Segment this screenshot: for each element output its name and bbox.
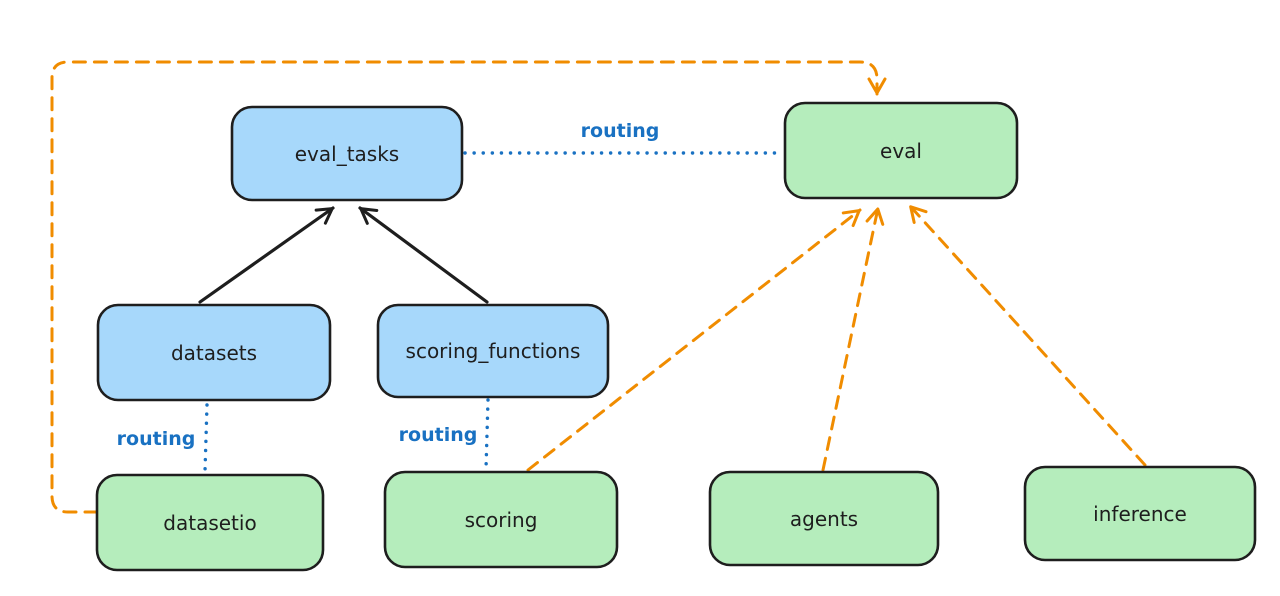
node-eval: eval: [783, 101, 1019, 200]
node-agents-box: [708, 470, 940, 567]
node-scoring: scoring: [383, 470, 619, 569]
node-inference-label: inference: [1093, 502, 1187, 526]
edge-datasets-to-eval-tasks: [198, 206, 335, 304]
edge-datasetio-to-eval-path: [50, 60, 887, 514]
edge-scoring-functions-to-eval-tasks-path: [358, 206, 489, 304]
routing-label-datasets-datasetio: routing: [117, 428, 196, 450]
edge-eval-tasks-to-eval-routing: routing: [463, 120, 785, 155]
edge-inference-to-eval-path: [908, 204, 1147, 467]
node-datasetio: datasetio: [95, 473, 325, 572]
routing-label-scoring-functions-scoring: routing: [399, 424, 478, 446]
node-agents-label: agents: [790, 507, 858, 531]
node-eval-tasks-box: [230, 105, 464, 202]
node-datasets-label: datasets: [171, 341, 257, 365]
edge-datasets-to-datasetio-routing-path: [203, 403, 209, 473]
node-agents: agents: [708, 470, 940, 567]
node-scoring-functions-box: [376, 303, 610, 399]
node-eval-tasks: eval_tasks: [230, 105, 464, 202]
edge-datasets-to-datasetio-routing: routing: [117, 403, 209, 473]
node-scoring-box: [383, 470, 619, 569]
edge-datasets-to-eval-tasks-path: [198, 206, 335, 304]
node-scoring-label: scoring: [465, 508, 538, 532]
node-scoring-functions-label: scoring_functions: [406, 339, 581, 363]
node-eval-label: eval: [880, 139, 922, 163]
node-eval-box: [783, 101, 1019, 200]
edge-scoring-functions-to-eval-tasks: [358, 206, 489, 304]
node-scoring-functions: scoring_functions: [376, 303, 610, 399]
node-datasetio-box: [95, 473, 325, 572]
node-datasets: datasets: [96, 303, 332, 402]
edge-inference-to-eval: [908, 204, 1147, 467]
node-inference: inference: [1023, 465, 1257, 562]
node-datasetio-label: datasetio: [163, 511, 256, 535]
edge-scoring-functions-to-scoring-routing: routing: [399, 398, 490, 471]
node-datasets-box: [96, 303, 332, 402]
node-inference-box: [1023, 465, 1257, 562]
edge-scoring-functions-to-scoring-routing-path: [484, 398, 490, 471]
edge-scoring-to-eval: [526, 208, 862, 472]
edge-agents-to-eval: [821, 206, 885, 472]
routing-label-eval-tasks-eval: routing: [581, 120, 660, 142]
edge-scoring-to-eval-path: [526, 208, 862, 472]
edge-agents-to-eval-path: [821, 206, 885, 472]
edge-datasetio-to-eval: [50, 60, 887, 514]
node-eval-tasks-label: eval_tasks: [295, 142, 399, 166]
